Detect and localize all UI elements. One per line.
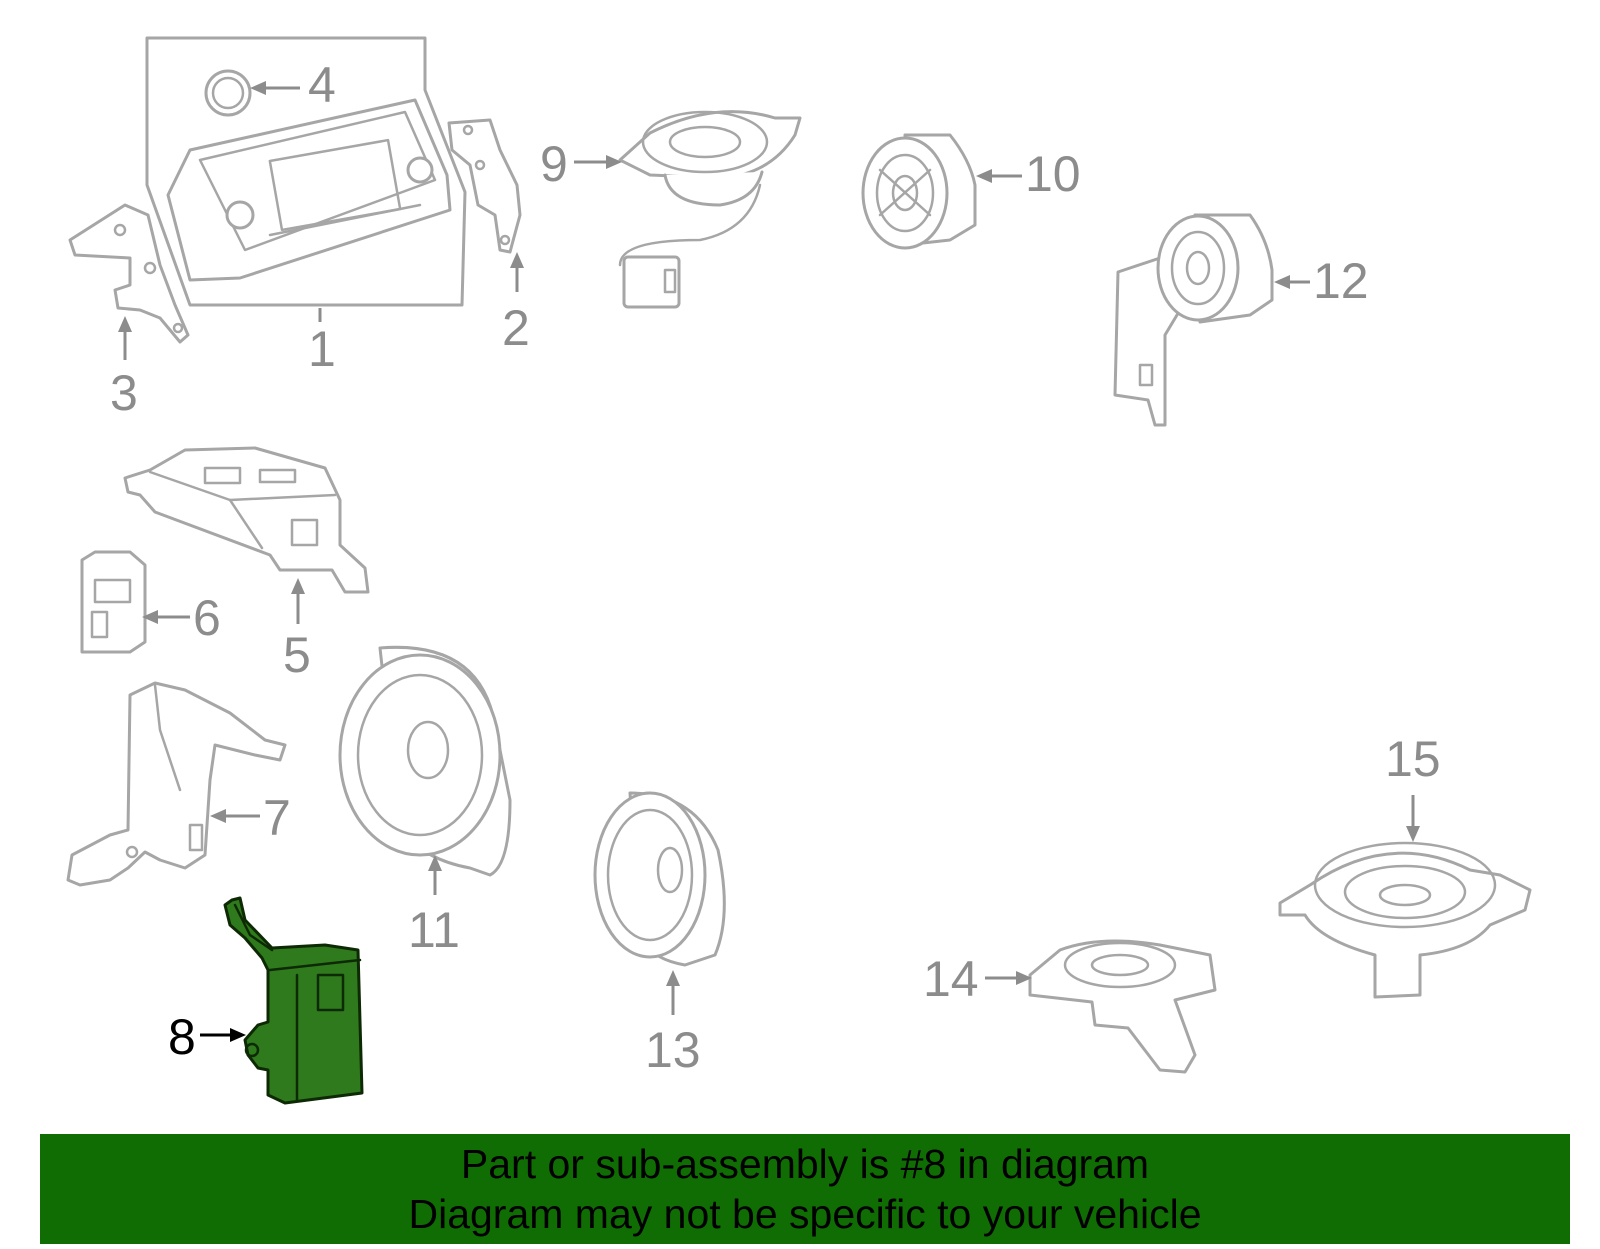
- part-4-knob[interactable]: [204, 69, 252, 117]
- callout-9: 9: [540, 136, 568, 192]
- part-9-speaker[interactable]: [618, 110, 802, 309]
- callout-6: 6: [193, 590, 221, 646]
- callout-12: 12: [1313, 253, 1369, 309]
- part-12-tweeter-bracket[interactable]: [1113, 213, 1274, 427]
- callout-14: 14: [923, 951, 979, 1007]
- part-10-tweeter[interactable]: [861, 133, 977, 250]
- part-13-speaker[interactable]: [593, 791, 726, 967]
- footer-line-1: Part or sub-assembly is #8 in diagram: [460, 1141, 1150, 1187]
- callout-13: 13: [645, 1022, 701, 1078]
- footer-banner: Part or sub-assembly is #8 in diagram Di…: [40, 1134, 1570, 1244]
- part-14-speaker[interactable]: [1028, 939, 1217, 1074]
- part-2-bracket[interactable]: [447, 118, 522, 254]
- part-1-radio-receiver[interactable]: [145, 36, 467, 307]
- part-8-control-module[interactable]: [223, 896, 364, 1105]
- part-7-module-bracket[interactable]: [66, 681, 287, 887]
- part-6-module[interactable]: [80, 550, 147, 654]
- callout-15: 15: [1385, 731, 1441, 787]
- footer-line-2: Diagram may not be specific to your vehi…: [408, 1191, 1202, 1237]
- part-5-amplifier[interactable]: [123, 446, 370, 594]
- callout-8: 8: [168, 1009, 196, 1065]
- part-3-bracket[interactable]: [68, 203, 190, 344]
- callout-7: 7: [263, 790, 291, 846]
- callout-10: 10: [1025, 146, 1081, 202]
- callout-11: 11: [408, 902, 460, 958]
- callout-5: 5: [283, 627, 311, 683]
- callout-2: 2: [502, 300, 530, 356]
- part-15-speaker[interactable]: [1278, 841, 1532, 999]
- callout-4: 4: [308, 57, 336, 113]
- callout-3: 3: [110, 365, 138, 421]
- part-11-door-speaker[interactable]: [338, 645, 512, 877]
- callout-1: 1: [308, 321, 336, 377]
